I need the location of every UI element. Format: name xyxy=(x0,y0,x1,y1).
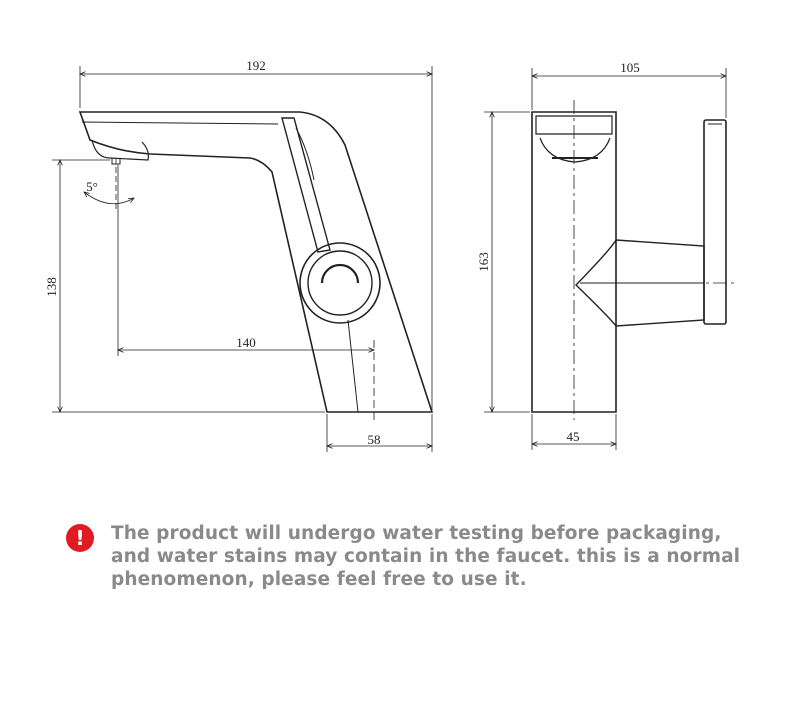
front-body xyxy=(531,111,617,413)
side-view xyxy=(78,111,434,413)
front-view xyxy=(531,111,727,413)
dim-spout-angle: 5° xyxy=(86,179,98,194)
dim-front-width: 105 xyxy=(620,60,640,75)
dim-base-depth: 58 xyxy=(368,432,381,447)
front-lever-arm xyxy=(575,239,705,327)
dim-front-base: 45 xyxy=(567,429,580,444)
front-dimensions xyxy=(484,68,734,450)
notice-text: The product will undergo water testing b… xyxy=(111,523,741,590)
aerator xyxy=(91,139,149,161)
dim-side-height: 138 xyxy=(44,277,59,297)
side-dimensions xyxy=(52,66,432,452)
faucet-technical-drawing: 192 138 140 58 5° 105 163 45 xyxy=(44,58,734,452)
side-knob-outer xyxy=(299,242,381,324)
side-outline xyxy=(78,111,434,413)
side-knob-inner xyxy=(307,250,373,316)
dim-spout-reach: 140 xyxy=(236,335,256,350)
dim-side-width: 192 xyxy=(246,58,266,73)
dim-front-height: 163 xyxy=(476,252,491,272)
front-handle xyxy=(703,119,727,325)
side-handle xyxy=(281,117,331,253)
exclamation-icon: ! xyxy=(66,524,94,552)
